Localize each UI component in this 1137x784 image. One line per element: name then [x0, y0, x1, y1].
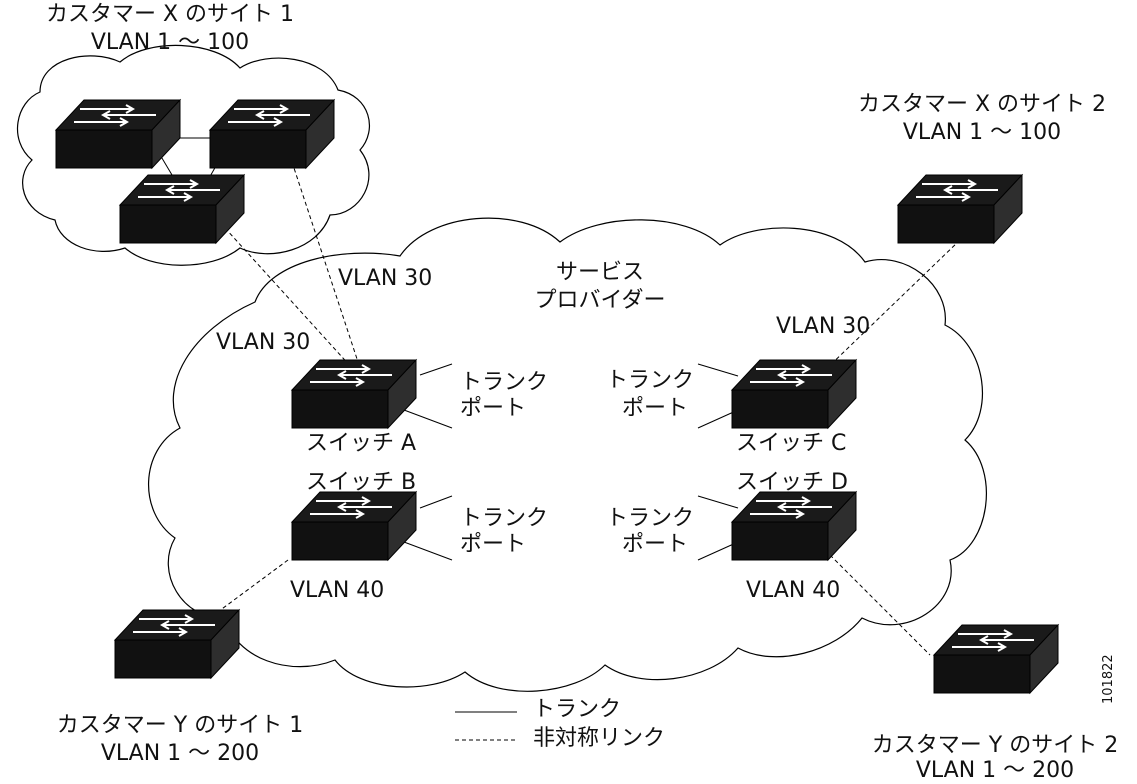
service-provider-line2: プロバイダー	[534, 288, 666, 313]
vlan30-label-left: VLAN 30	[216, 330, 311, 355]
customer-y-site1-vlan: VLAN 1 ～ 200	[100, 741, 260, 766]
vlan40-label-left: VLAN 40	[290, 578, 385, 603]
customer-x-site1-switch-1	[55, 99, 181, 169]
trunk-port-a-line1: トランク	[460, 370, 549, 395]
customer-y-site1-switch	[114, 609, 240, 679]
customer-x-site1-switch-2	[209, 99, 335, 169]
customer-y-site2-switch	[933, 624, 1059, 694]
trunk-port-d-line1: トランク	[606, 506, 695, 531]
customer-y-site1-name: カスタマー Y のサイト 1	[56, 713, 304, 738]
switch-d-label: スイッチ D	[736, 470, 848, 495]
service-provider-line1: サービス	[555, 260, 644, 285]
customer-x-site1-name: カスタマー X のサイト 1	[45, 2, 295, 27]
customer-y-site2-vlan: VLAN 1 ～ 200	[915, 758, 1075, 783]
service-provider-cloud	[147, 217, 987, 692]
legend-asymmetric-label: 非対称リンク	[533, 726, 666, 751]
trunk-port-lines	[403, 363, 739, 561]
switch-a	[291, 359, 417, 429]
vlan30-label-right: VLAN 30	[776, 314, 871, 339]
customer-x-site1-switch-3	[119, 174, 245, 244]
legend-trunk-label: トランク	[533, 697, 622, 722]
trunk-port-b-line1: トランク	[460, 506, 549, 531]
switch-b	[291, 491, 417, 561]
trunk-port-a-line2: ポート	[460, 396, 527, 421]
customer-y-site2-name: カスタマー Y のサイト 2	[871, 733, 1119, 758]
trunk-port-b-line2: ポート	[460, 532, 527, 557]
figure-id: 101822	[1101, 654, 1116, 704]
trunk-port-d-line2: ポート	[622, 532, 689, 557]
customer-x-site2-vlan: VLAN 1 ～ 100	[902, 120, 1062, 145]
switch-b-label: スイッチ B	[306, 470, 417, 495]
customer-x-site2-switch	[897, 174, 1023, 244]
customer-x-site1-vlan: VLAN 1 ～ 100	[90, 30, 250, 55]
switch-c	[731, 359, 857, 429]
switch-c-label: スイッチ C	[736, 431, 847, 456]
trunk-port-c-line1: トランク	[606, 368, 695, 393]
customer-x-site2-name: カスタマー X のサイト 2	[857, 92, 1107, 117]
switch-d	[731, 491, 857, 561]
vlan30-label-upper: VLAN 30	[338, 266, 433, 291]
trunk-port-c-line2: ポート	[622, 396, 689, 421]
switch-a-label: スイッチ A	[306, 431, 417, 456]
vlan40-label-right: VLAN 40	[746, 578, 841, 603]
